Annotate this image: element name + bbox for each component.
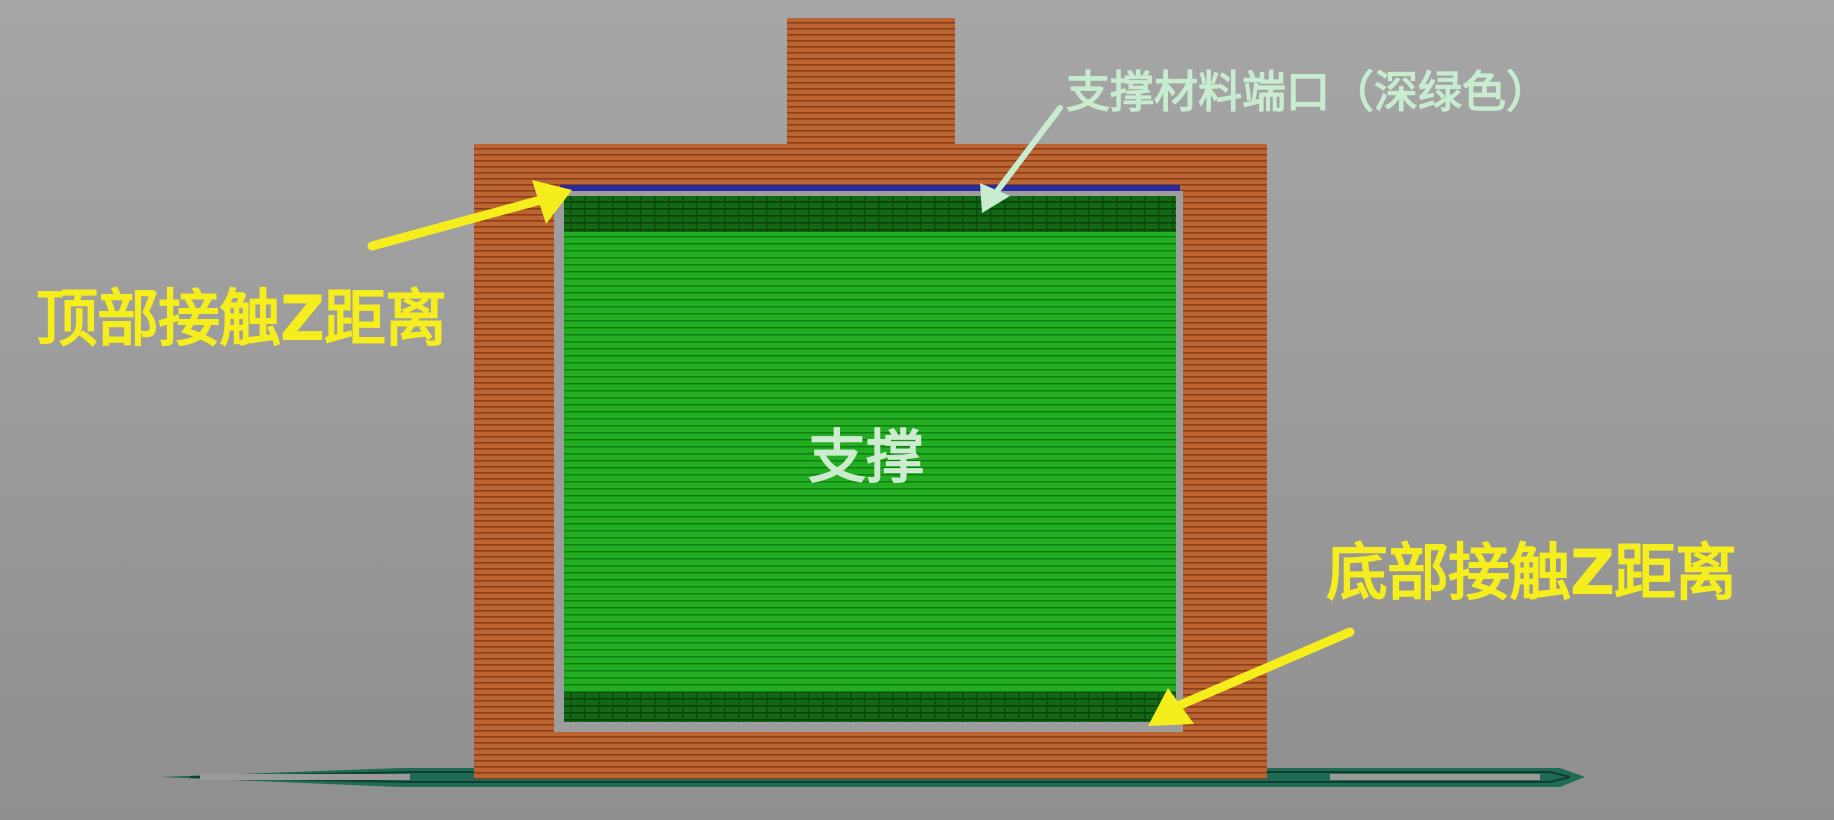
bottom-contact-z-distance-label: 底部接触Z距离	[1326, 536, 1737, 609]
bottom-contact-arrow	[1148, 627, 1355, 726]
support-body	[564, 232, 1176, 692]
support-interface-label: 支撑材料端口（深绿色）	[1066, 67, 1550, 118]
support-interface-bottom	[564, 692, 1176, 722]
support-interface-top	[564, 196, 1176, 232]
contact-layer-top	[560, 185, 1180, 191]
model-walls	[474, 18, 1267, 779]
top-contact-z-distance-label: 顶部接触Z距离	[36, 282, 447, 355]
interface-arrow	[980, 105, 1063, 213]
model-bottom-wall	[474, 732, 1267, 779]
top-contact-arrow	[367, 180, 572, 251]
support-label: 支撑	[808, 423, 925, 491]
support-structure	[560, 185, 1180, 722]
model-left-wall	[474, 144, 554, 779]
model-top-wall	[474, 144, 1267, 191]
model-top-boss	[787, 18, 955, 146]
